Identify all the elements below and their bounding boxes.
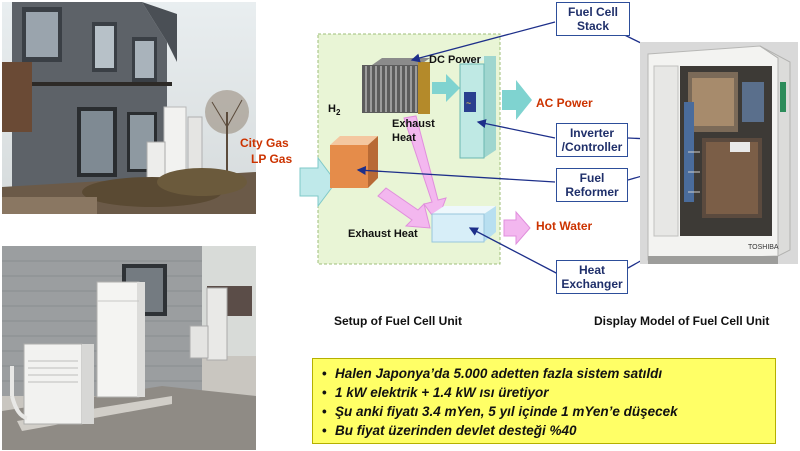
dc-power-arrow [432,74,460,102]
svg-text:~: ~ [466,98,471,108]
bullet-item: Halen Japonya’da 5.000 adetten fazla sis… [322,364,767,383]
callout-heat-exchanger-line1: Heat [578,263,605,277]
hot-water-arrow [503,210,531,246]
callout-fuel-reformer-line2: Reformer [565,185,619,199]
fuel-cell-stack-block [362,58,430,114]
bullet-list: Halen Japonya’da 5.000 adetten fazla sis… [321,364,767,440]
ac-power-label: AC Power [536,96,593,110]
callout-fuel-cell-stack-line1: Fuel Cell [567,5,618,19]
fuel-reformer-block [330,136,378,188]
city-gas-label: City Gas [240,136,289,150]
display-model-photo: TOSHIBA [640,42,798,264]
setup-caption: Setup of Fuel Cell Unit [334,314,462,328]
display-caption: Display Model of Fuel Cell Unit [594,314,770,328]
callout-heat-exchanger-line2: Exchanger [561,277,623,291]
bullet-item: Şu anki fiyatı 3.4 mYen, 5 yıl içinde 1 … [322,402,767,421]
h2-label: H2 [328,103,340,117]
inverter-box: ~ [459,56,496,159]
hot-water-label: Hot Water [536,219,593,233]
callout-inverter-line2: /Controller [561,140,623,154]
bullet-item: Bu fiyat üzerinden devlet desteği %40 [322,421,767,440]
h2-main: H [328,103,336,115]
bullet-item: 1 kW elektrik + 1.4 kW ısı üretiyor [322,383,767,402]
callout-fuel-cell-stack-line2: Stack [576,19,609,33]
gas-input-arrow [299,156,337,208]
exhaust-heat-label-top-2: Heat [392,132,416,144]
dc-power-label: DC Power [429,54,481,66]
bullet-box: Halen Japonya’da 5.000 adetten fazla sis… [312,358,776,444]
house-photo [2,2,256,214]
outdoor-units-photo [2,246,256,450]
callout-inverter-line1: Inverter [569,126,614,140]
exhaust-heat-label-bottom: Exhaust Heat [348,228,418,240]
exhaust-arrow-reformer [377,187,431,229]
h2-sub: 2 [335,108,341,118]
exhaust-heat-label-top-1: Exhaust [392,118,435,130]
callout-fuel-reformer-line1: Fuel [579,171,605,185]
callout-inverter-controller: Inverter/Controller [556,123,628,157]
lp-gas-label: LP Gas [251,152,293,166]
ac-power-arrow [502,80,532,120]
display-brand-mark: TOSHIBA [748,244,779,251]
